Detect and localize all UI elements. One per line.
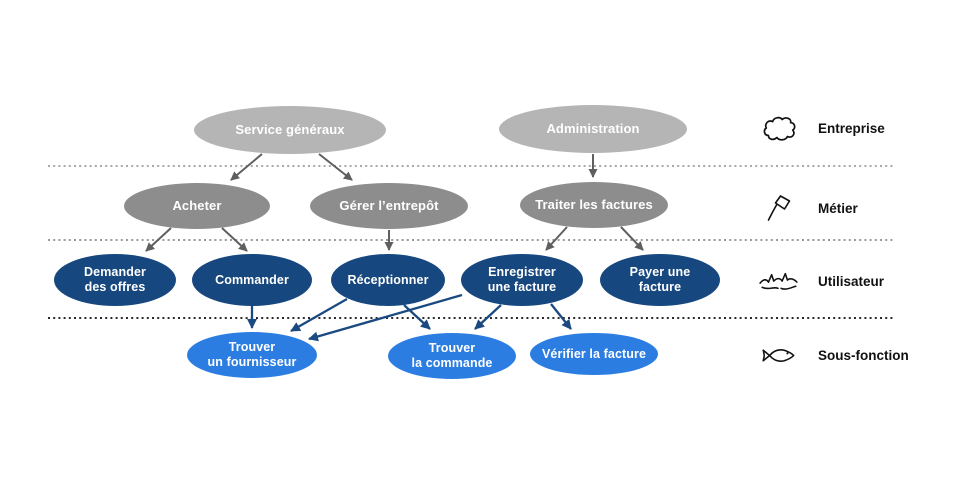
node-receptionner: Réceptionner xyxy=(331,254,445,306)
gray-edges xyxy=(145,153,644,252)
legend-label-utilisateur: Utilisateur xyxy=(818,273,885,289)
cloud-icon xyxy=(756,114,802,142)
edge-receptionner-trouver-commande xyxy=(403,304,431,330)
edge-enregistrer-trouver-fournisseur xyxy=(308,293,463,342)
legend-entreprise: Entreprise xyxy=(756,112,946,144)
legend-label-sous-fonction: Sous-fonction xyxy=(818,347,909,363)
node-acheter: Acheter xyxy=(124,183,270,229)
node-service-generaux: Service généraux xyxy=(194,106,386,154)
kite-icon xyxy=(756,193,802,223)
node-gerer-entrepot: Gérer l’entrepôt xyxy=(310,183,468,229)
legend-label-metier: Métier xyxy=(818,200,858,216)
node-payer-facture: Payer une facture xyxy=(600,254,720,306)
node-traiter-factures: Traiter les factures xyxy=(520,182,668,228)
edge-service-generaux-gerer-entrepot xyxy=(318,153,353,181)
navy-edges xyxy=(247,293,572,342)
node-administration: Administration xyxy=(499,105,687,153)
edge-acheter-demander-offres xyxy=(145,227,172,252)
edge-traiter-factures-enregistrer-facture xyxy=(545,226,568,251)
edge-receptionner-trouver-fournisseur xyxy=(290,298,348,332)
node-verifier-facture: Vérifier la facture xyxy=(530,333,658,375)
legend-sous-fonction: Sous-fonction xyxy=(756,339,946,371)
node-commander: Commander xyxy=(192,254,312,306)
edge-service-generaux-acheter xyxy=(230,153,263,181)
legend-metier: Métier xyxy=(756,192,946,224)
node-demander-offres: Demander des offres xyxy=(54,254,176,306)
fish-icon xyxy=(756,345,802,366)
node-enregistrer-facture: Enregistrer une facture xyxy=(461,254,583,306)
edge-traiter-factures-payer-facture xyxy=(620,226,644,251)
node-trouver-fournisseur: Trouver un fournisseur xyxy=(187,332,317,378)
edge-enregistrer-trouver-commande xyxy=(474,304,502,330)
edge-enregistrer-verifier-facture xyxy=(550,303,572,330)
waves-icon xyxy=(756,270,802,292)
legend-utilisateur: Utilisateur xyxy=(756,265,946,297)
legend-label-entreprise: Entreprise xyxy=(818,120,885,136)
node-trouver-commande: Trouver la commande xyxy=(388,333,516,379)
edge-acheter-commander xyxy=(221,227,248,252)
